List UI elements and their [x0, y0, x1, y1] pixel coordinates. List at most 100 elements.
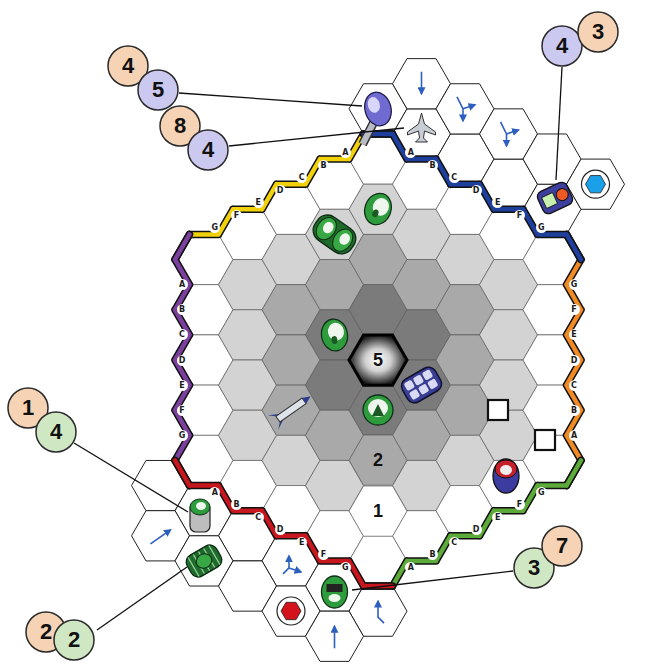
- edge-letter: G: [536, 487, 547, 498]
- numbered-hex: 5: [349, 335, 407, 385]
- conveyor-arrow: [507, 130, 519, 134]
- node-text: 1: [22, 397, 34, 419]
- edge-letter: G: [177, 430, 188, 441]
- edge-letter: C: [569, 380, 580, 391]
- icon-hexagon: [281, 602, 301, 619]
- node-text: 8: [174, 115, 186, 137]
- edge-letter: D: [471, 185, 482, 196]
- robot-panel: [404, 380, 416, 392]
- edge-letter: B: [318, 160, 329, 171]
- robot-screen: [327, 584, 343, 592]
- conveyor-arrow: [457, 97, 463, 121]
- edge-letter: B: [427, 160, 438, 171]
- robot-head: [190, 499, 210, 515]
- blue-hexagon: [582, 170, 610, 198]
- edge-letter: E: [492, 512, 503, 523]
- node-text: 2: [68, 629, 80, 651]
- edge-letter: B: [427, 549, 438, 560]
- edge-letter: F: [569, 304, 580, 315]
- edge-letter: B: [569, 405, 580, 416]
- side-band-outline: [175, 134, 393, 260]
- callout-disc: [138, 70, 178, 110]
- green-dish-robot: [363, 395, 393, 425]
- jet-plane: [408, 113, 436, 142]
- robot-face: [337, 231, 352, 247]
- edge-letter: F: [177, 405, 188, 416]
- edge-letter: D: [275, 185, 286, 196]
- edge-letter: F: [318, 549, 329, 560]
- red-blue-robot: [493, 459, 519, 493]
- edge-letter: A: [405, 147, 416, 158]
- jet-shape: [408, 113, 436, 142]
- white-square: [488, 400, 508, 420]
- edge-letter: D: [275, 524, 286, 535]
- icon-hexagon: [586, 176, 606, 193]
- edge-letter: E: [296, 537, 307, 548]
- edge-letter: F: [514, 210, 525, 221]
- edge-letter: D: [177, 355, 188, 366]
- node-text: 2: [373, 451, 383, 469]
- node-text: 4: [50, 421, 62, 443]
- edge-letter: F: [231, 210, 242, 221]
- callout-disc: [54, 620, 94, 660]
- robot-face: [321, 220, 336, 236]
- callout-disc: [542, 526, 582, 566]
- purple-robot: [350, 89, 398, 144]
- node-text: 3: [528, 557, 540, 579]
- conveyor-arrow: [463, 105, 475, 109]
- robot-body: [399, 364, 445, 406]
- edge-letter: E: [177, 380, 188, 391]
- board-grid: [132, 59, 625, 662]
- callout-number: 5: [137, 69, 179, 111]
- robot-chassis: [308, 210, 360, 258]
- robot-eye: [371, 209, 379, 219]
- edge-letter: G: [209, 222, 220, 233]
- robot-panel: [409, 389, 421, 401]
- edge-letter: C: [177, 329, 188, 340]
- edge-letter: G: [536, 222, 547, 233]
- robot-body: [361, 89, 395, 129]
- conveyor-arrow: [421, 72, 423, 94]
- edge-letter: C: [253, 512, 264, 523]
- edge-letter: B: [177, 304, 188, 315]
- conveyor-arrow: [501, 122, 507, 146]
- rocket-body: [276, 398, 306, 422]
- side-band: [175, 234, 190, 485]
- robot-screen: [542, 193, 558, 209]
- robot-panel: [427, 378, 439, 390]
- side-band: [175, 134, 393, 260]
- edge-letter: D: [569, 355, 580, 366]
- edge-letter: D: [471, 524, 482, 535]
- callout-disc: [36, 412, 76, 452]
- node-text: 5: [373, 351, 383, 369]
- leader-line: [556, 67, 562, 180]
- robot-body: [360, 190, 395, 229]
- hex-shape: [349, 486, 407, 536]
- screen-robot: [322, 576, 348, 608]
- icon-ring: [582, 170, 610, 198]
- robot-body: [328, 225, 357, 255]
- edge-letter: C: [449, 537, 460, 548]
- blue-tank-robot: [399, 364, 445, 406]
- robot-face: [370, 196, 391, 218]
- robot-face: [500, 465, 512, 475]
- node-text: 4: [122, 55, 134, 77]
- blue-robot: [535, 180, 574, 215]
- robot-head: [495, 460, 517, 478]
- edge-letter: B: [231, 499, 242, 510]
- robot-face: [368, 399, 388, 417]
- callout-disc: [578, 12, 618, 52]
- conveyor-arrow: [334, 626, 336, 648]
- node-text: 3: [592, 21, 604, 43]
- node-text: 2: [40, 621, 52, 643]
- side-band-outline: [364, 134, 582, 260]
- edge-letter: F: [514, 499, 525, 510]
- numbered-hex: 1: [349, 486, 407, 536]
- node-text: 5: [152, 79, 164, 101]
- node-text: 7: [556, 535, 568, 557]
- side-band-outline: [567, 234, 582, 485]
- robot-eye: [331, 336, 338, 345]
